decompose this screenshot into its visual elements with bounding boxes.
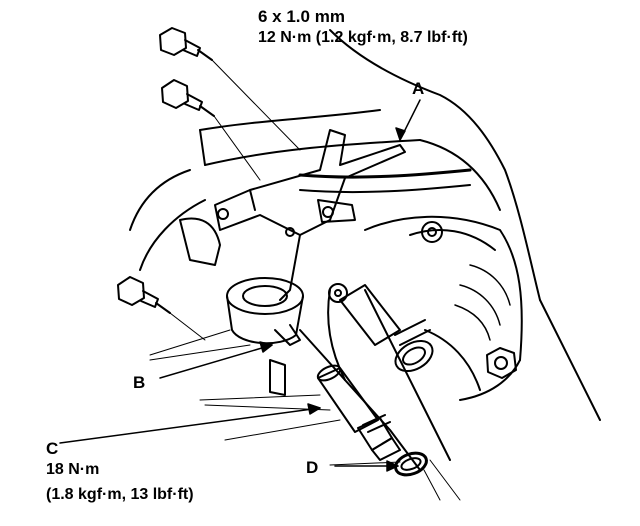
callout-c-arrow — [59, 403, 321, 444]
label-a: A — [412, 79, 425, 98]
bolt-3 — [117, 276, 171, 314]
engine-housing — [129, 29, 601, 471]
part-c-fitting — [316, 364, 401, 461]
bolt-1 — [159, 27, 213, 61]
top-bolt-size-label: 6 x 1.0 mm — [258, 7, 345, 26]
bracket-a — [179, 129, 406, 301]
leader-lines — [149, 59, 461, 501]
c-torque-line1: 18 N·m — [46, 461, 100, 478]
label-c: C — [46, 439, 59, 458]
callout-b-arrow — [159, 341, 273, 379]
label-d: D — [306, 458, 319, 477]
label-b: B — [133, 373, 146, 392]
hex-nut — [486, 347, 517, 379]
c-torque-line2: (1.8 kgf·m, 13 lbf·ft) — [46, 486, 194, 503]
callout-d-arrow — [334, 460, 399, 472]
part-b-body — [226, 277, 304, 396]
bolt-2 — [161, 79, 215, 117]
washer-d — [394, 451, 428, 477]
callout-a-arrow — [395, 99, 421, 141]
top-bolt-torque-label: 12 N·m (1.2 kgf·m, 8.7 lbf·ft) — [258, 29, 468, 46]
right-fitting — [339, 284, 434, 373]
